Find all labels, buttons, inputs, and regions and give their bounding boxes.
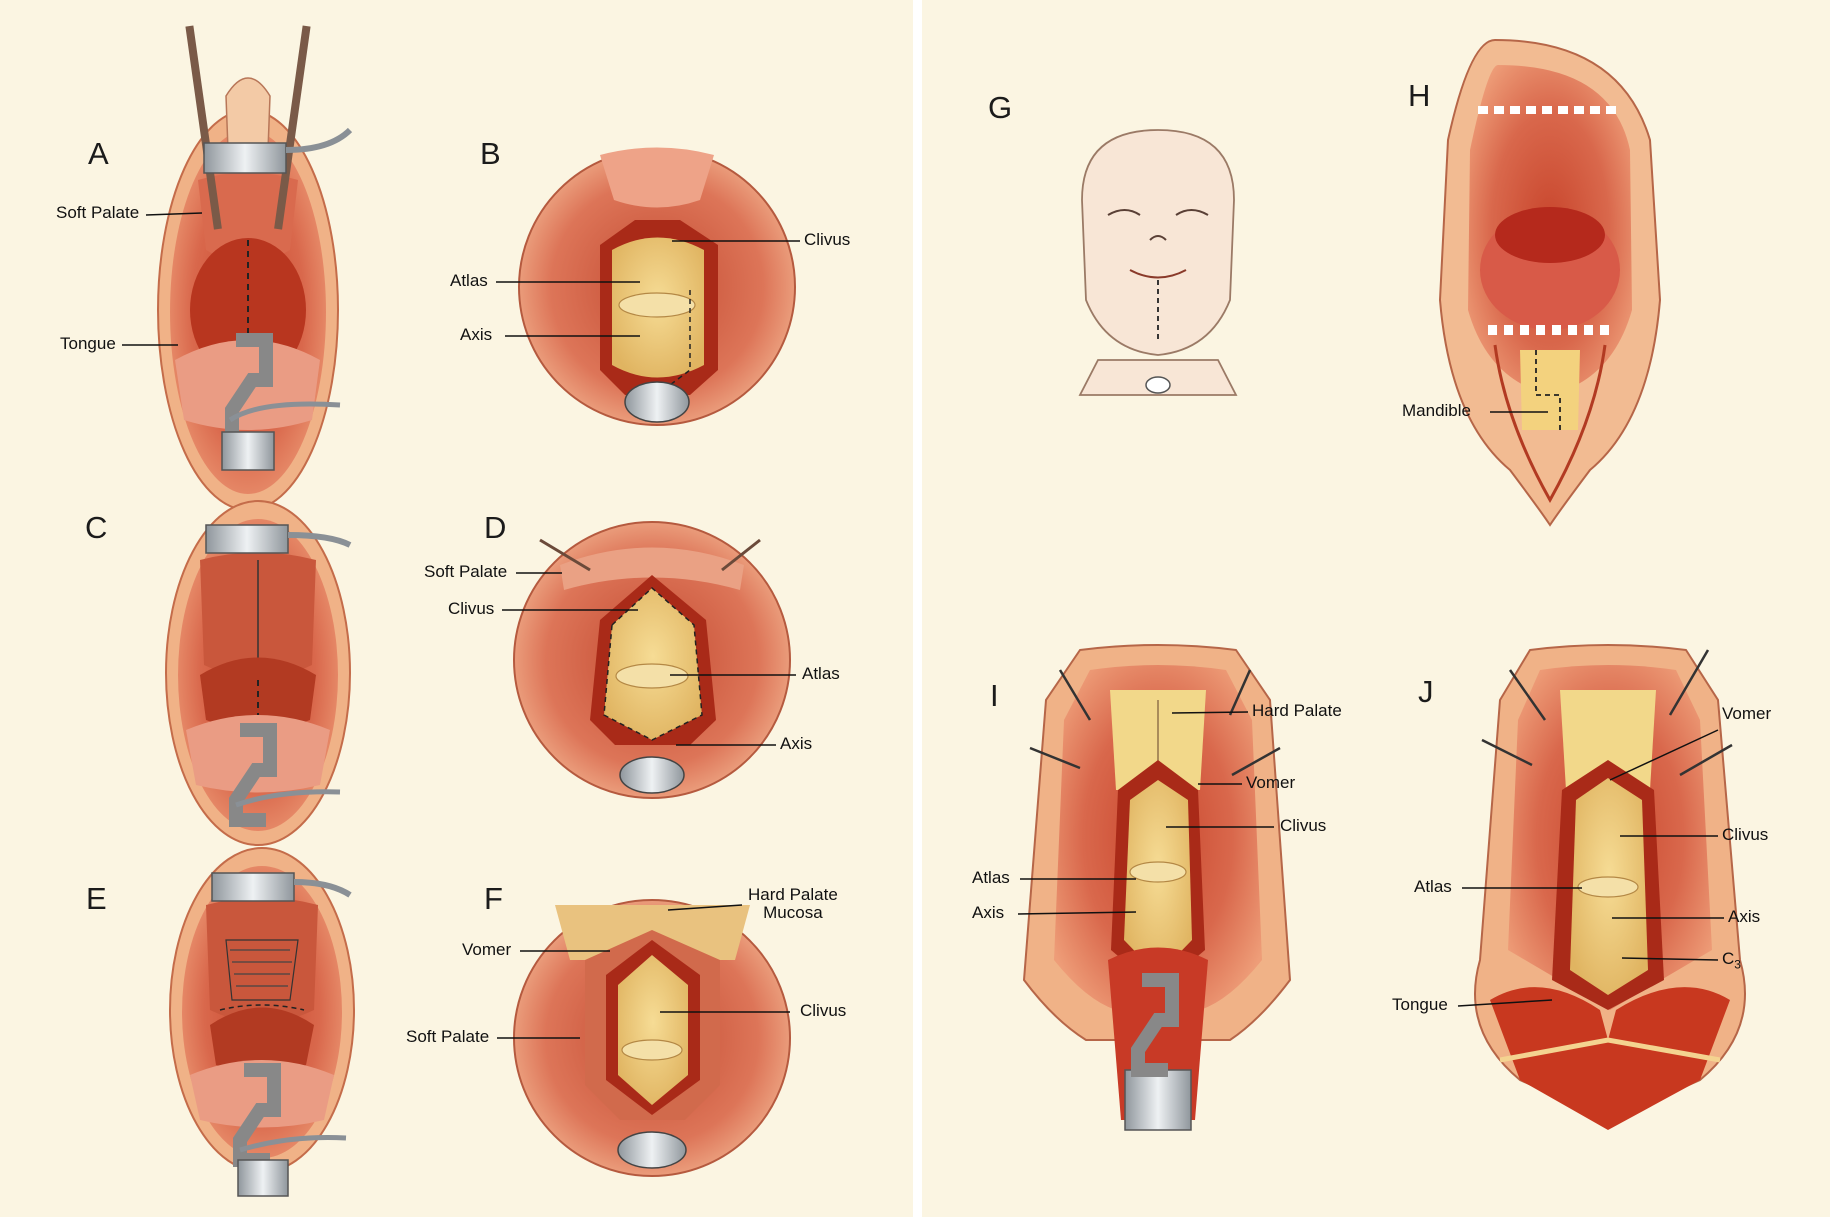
label-a-soft-palate: Soft Palate: [56, 203, 140, 222]
label-j-axis: Axis: [1728, 907, 1761, 926]
label-d-axis: Axis: [780, 734, 813, 753]
panel-b-illustration: [518, 147, 796, 426]
label-i-axis: Axis: [972, 903, 1005, 922]
leader-j-c3: [1621, 957, 1719, 961]
label-f-clivus: Clivus: [800, 1001, 847, 1020]
panel-d-illustration: [513, 521, 791, 799]
label-j-tongue: Tongue: [1392, 995, 1448, 1014]
label-a-tongue: Tongue: [60, 334, 116, 353]
label-h-mandible: Mandible: [1402, 401, 1471, 420]
leader-i-axis: [1017, 911, 1137, 915]
label-j-clivus: Clivus: [1722, 825, 1769, 844]
panel-label-j: J: [1418, 674, 1434, 709]
panel-c-illustration: [165, 500, 352, 846]
label-d-atlas: Atlas: [802, 664, 840, 683]
panel-h-illustration: [1438, 38, 1662, 527]
panel-label-i: I: [990, 678, 999, 713]
leader-f-hard-palate: [667, 904, 743, 911]
panel-label-h: H: [1408, 78, 1431, 113]
leader-j-tongue: [1457, 999, 1553, 1007]
panel-f-illustration: [513, 899, 791, 1177]
label-b-atlas: Atlas: [450, 271, 488, 290]
label-f-soft-palate: Soft Palate: [406, 1027, 490, 1046]
label-j-vomer: Vomer: [1722, 704, 1772, 723]
label-j-atlas: Atlas: [1414, 877, 1452, 896]
label-d-clivus: Clivus: [448, 599, 495, 618]
panel-label-g: G: [988, 90, 1013, 125]
panel-label-e: E: [86, 881, 107, 916]
label-i-clivus: Clivus: [1280, 816, 1327, 835]
panel-i-illustration: [1022, 644, 1292, 1131]
leader-a-soft-palate: [145, 212, 203, 216]
label-j-c3: C3: [1722, 949, 1741, 972]
panel-e-illustration: [169, 847, 355, 1197]
panel-label-c: C: [85, 510, 108, 545]
label-i-atlas: Atlas: [972, 868, 1010, 887]
label-f-vomer: Vomer: [462, 940, 512, 959]
label-i-vomer: Vomer: [1246, 773, 1296, 792]
panel-label-f: F: [484, 881, 503, 916]
panel-label-a: A: [88, 136, 109, 171]
panel-g-illustration: [1078, 129, 1238, 396]
label-b-clivus: Clivus: [804, 230, 851, 249]
label-d-soft-palate: Soft Palate: [424, 562, 508, 581]
panel-label-d: D: [484, 510, 507, 545]
panel-a-illustration: [157, 25, 353, 511]
page-divider: [913, 0, 922, 1217]
label-i-hard-palate: Hard Palate: [1252, 701, 1342, 720]
leader-i-hard-palate: [1171, 711, 1249, 714]
leader-j-vomer: [1609, 729, 1719, 781]
panel-label-b: B: [480, 136, 501, 171]
label-b-axis: Axis: [460, 325, 493, 344]
